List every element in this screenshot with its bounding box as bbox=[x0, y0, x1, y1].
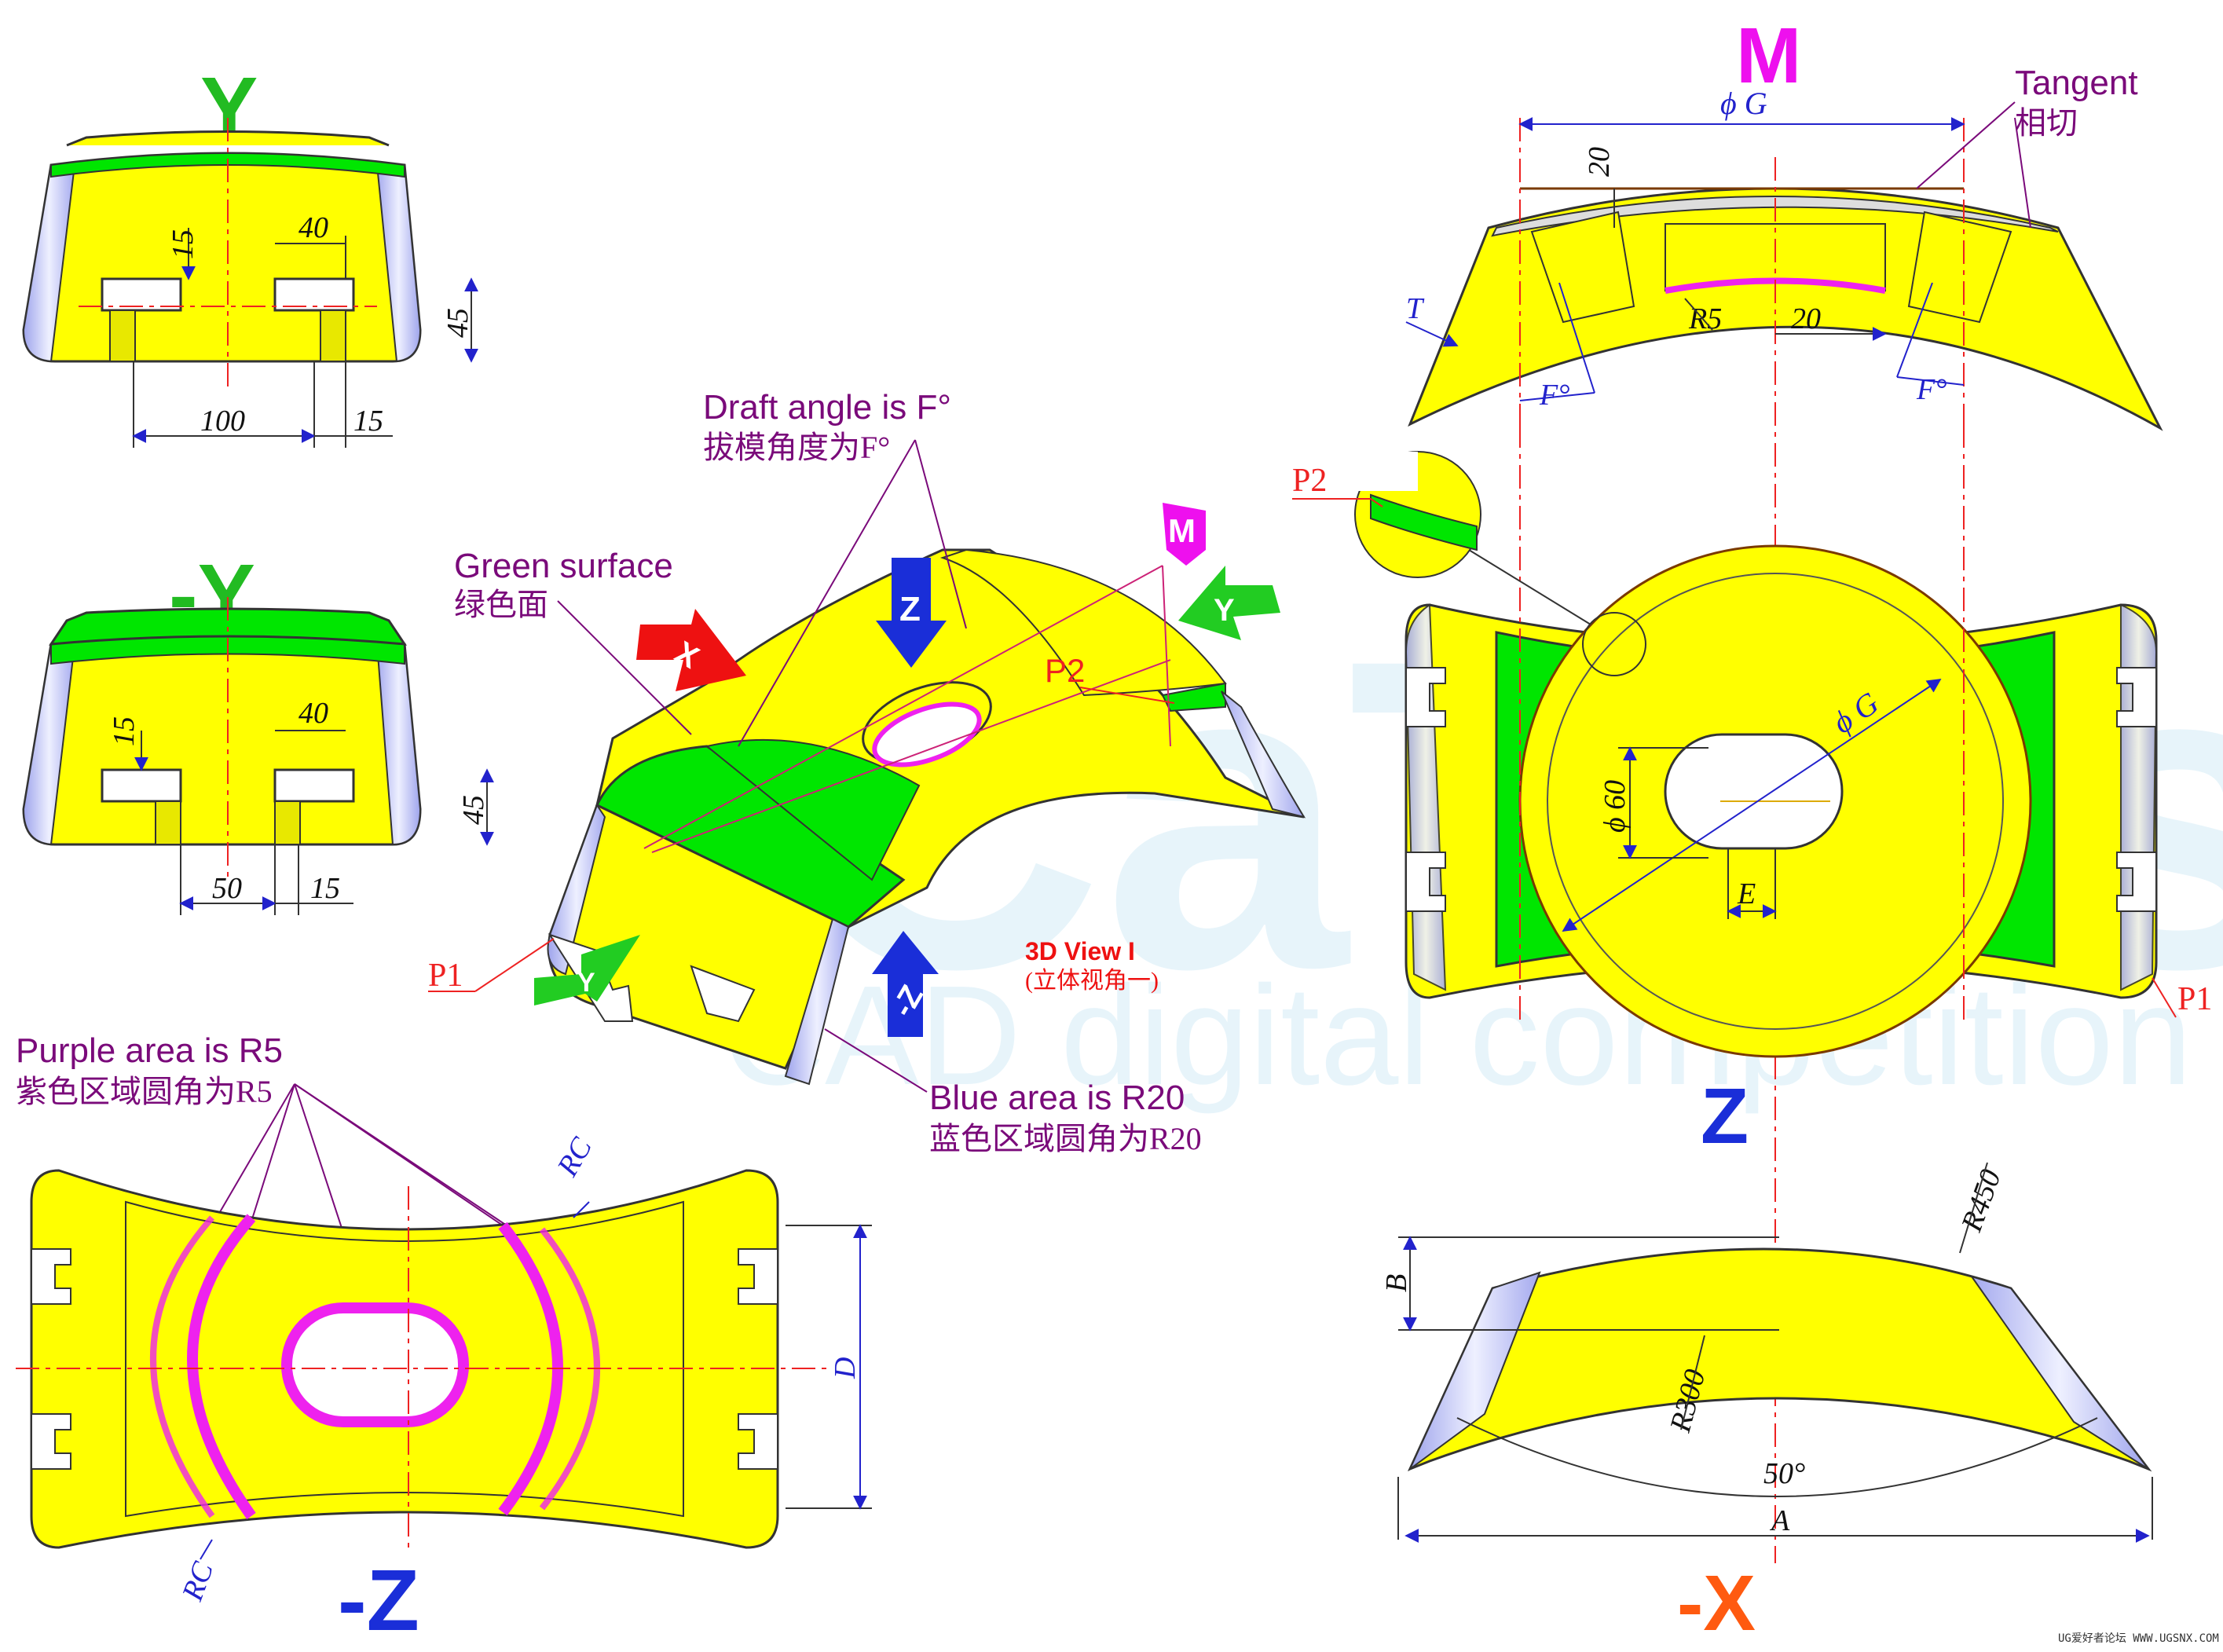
view-m-label: M bbox=[1736, 12, 1801, 100]
iso-blue-left bbox=[547, 803, 606, 976]
dim-15: 15 bbox=[167, 229, 200, 259]
dim-15b: 15 bbox=[353, 405, 383, 438]
m-tangent-en: Tangent bbox=[2015, 64, 2138, 102]
view-y-fillet-right bbox=[375, 164, 422, 362]
negx-b: B bbox=[1380, 1274, 1413, 1292]
m-t: T bbox=[1406, 292, 1425, 325]
iso-green-top-right bbox=[939, 548, 1227, 697]
negz-rc1: RC bbox=[551, 1132, 599, 1182]
view-y-body bbox=[22, 152, 422, 363]
view-neg-z-label: -Z bbox=[338, 1552, 419, 1649]
note-purple-cn: 紫色区域圆角为R5 bbox=[16, 1074, 273, 1109]
z-dia60: ϕ 60 bbox=[1599, 780, 1632, 833]
z-p2: P2 bbox=[1292, 463, 1327, 499]
note-green-cn: 绿色面 bbox=[454, 587, 548, 622]
negx-a: A bbox=[1769, 1504, 1790, 1537]
z-e: E bbox=[1737, 877, 1756, 910]
footer: UG爱好者论坛 WWW.UGSNX.COM bbox=[2058, 1632, 2219, 1645]
note-draft-en: Draft angle is F° bbox=[703, 388, 951, 427]
iso-arrow-negz bbox=[872, 931, 939, 1037]
m-tangent-cn: 相切 bbox=[2015, 105, 2078, 141]
dim-100: 100 bbox=[200, 405, 245, 438]
view-neg-y: -Y 15 40 45 50 15 bbox=[22, 547, 494, 915]
negx-body bbox=[1408, 1247, 2152, 1472]
note-draft-cn: 拔模角度为F° bbox=[703, 430, 890, 465]
iso-green-strip bbox=[705, 738, 921, 881]
view-y: Y 15 40 45 100 15 bbox=[22, 60, 478, 448]
iso-arrow-y bbox=[1178, 566, 1280, 640]
view-neg-x: A 50° B R450 R300 -X bbox=[1380, 1162, 2153, 1647]
view-y-slot-left bbox=[101, 277, 182, 312]
iso-badge-m-label: M bbox=[1168, 512, 1196, 549]
note-blue-cn: 蓝色区域圆角为R20 bbox=[929, 1121, 1202, 1156]
view-z: ϕ G ϕ 60 E P2 P1 Z bbox=[1292, 424, 2212, 1160]
iso-green-right bbox=[1161, 682, 1226, 712]
dim-40: 40 bbox=[298, 697, 328, 730]
iso-subtitle: (立体视角一) bbox=[1025, 968, 1159, 994]
iso-arrow-y2-label: Y bbox=[577, 968, 595, 998]
iso-arrow-y-label: Y bbox=[1214, 593, 1235, 628]
dim-45: 45 bbox=[457, 795, 490, 825]
view-y-slot-right bbox=[273, 277, 355, 312]
m-d20b: 20 bbox=[1791, 302, 1821, 335]
view-neg-z: D RC RC -Z bbox=[16, 1132, 872, 1649]
negz-d: D bbox=[829, 1357, 862, 1379]
iso-badge-m bbox=[1163, 503, 1206, 566]
m-d20: 20 bbox=[1583, 147, 1616, 177]
m-dia-g: ϕ G bbox=[1720, 86, 1767, 121]
dim-50: 50 bbox=[212, 872, 242, 905]
m-f2: F° bbox=[1916, 373, 1946, 406]
negx-r450: R450 bbox=[1955, 1165, 2008, 1236]
view-neg-x-label: -X bbox=[1677, 1559, 1756, 1647]
iso-arrow-z bbox=[876, 558, 947, 668]
iso-title: 3D View I bbox=[1025, 937, 1135, 965]
note-purple-en: Purple area is R5 bbox=[16, 1031, 283, 1070]
view-m: M ϕ G 20 20 R5 T F° F° Tangent 相切 bbox=[1405, 12, 2163, 1563]
negx-angle: 50° bbox=[1763, 1457, 1805, 1490]
note-blue-en: Blue area is R20 bbox=[929, 1079, 1185, 1117]
notes: Draft angle is F° 拔模角度为F° Green surface … bbox=[16, 388, 1202, 1313]
view-y-fillet-left bbox=[22, 164, 76, 362]
view-z-label: Z bbox=[1701, 1072, 1749, 1160]
z-hole bbox=[1664, 733, 1844, 850]
iso-p1: P1 bbox=[428, 958, 463, 994]
dim-15: 15 bbox=[108, 716, 141, 746]
iso-blue-right bbox=[1221, 690, 1306, 819]
dim-45: 45 bbox=[441, 308, 474, 338]
view-3d: X Z Y Y -Z M P2 P1 3D View I (立体视角一) bbox=[428, 503, 1306, 1086]
iso-arrow-z-label: Z bbox=[899, 590, 921, 628]
dim-40: 40 bbox=[298, 211, 328, 244]
negz-rc2: RC bbox=[176, 1557, 221, 1606]
iso-blue-front bbox=[784, 918, 850, 1086]
iso-arrow-x bbox=[636, 609, 746, 691]
z-p1: P1 bbox=[2177, 981, 2212, 1017]
note-green-en: Green surface bbox=[454, 547, 673, 585]
iso-p2: P2 bbox=[1045, 652, 1085, 689]
iso-arrow-y2 bbox=[534, 935, 640, 1005]
m-f1: F° bbox=[1539, 379, 1569, 412]
negz-hole bbox=[281, 1302, 469, 1427]
dim-15b: 15 bbox=[310, 872, 340, 905]
